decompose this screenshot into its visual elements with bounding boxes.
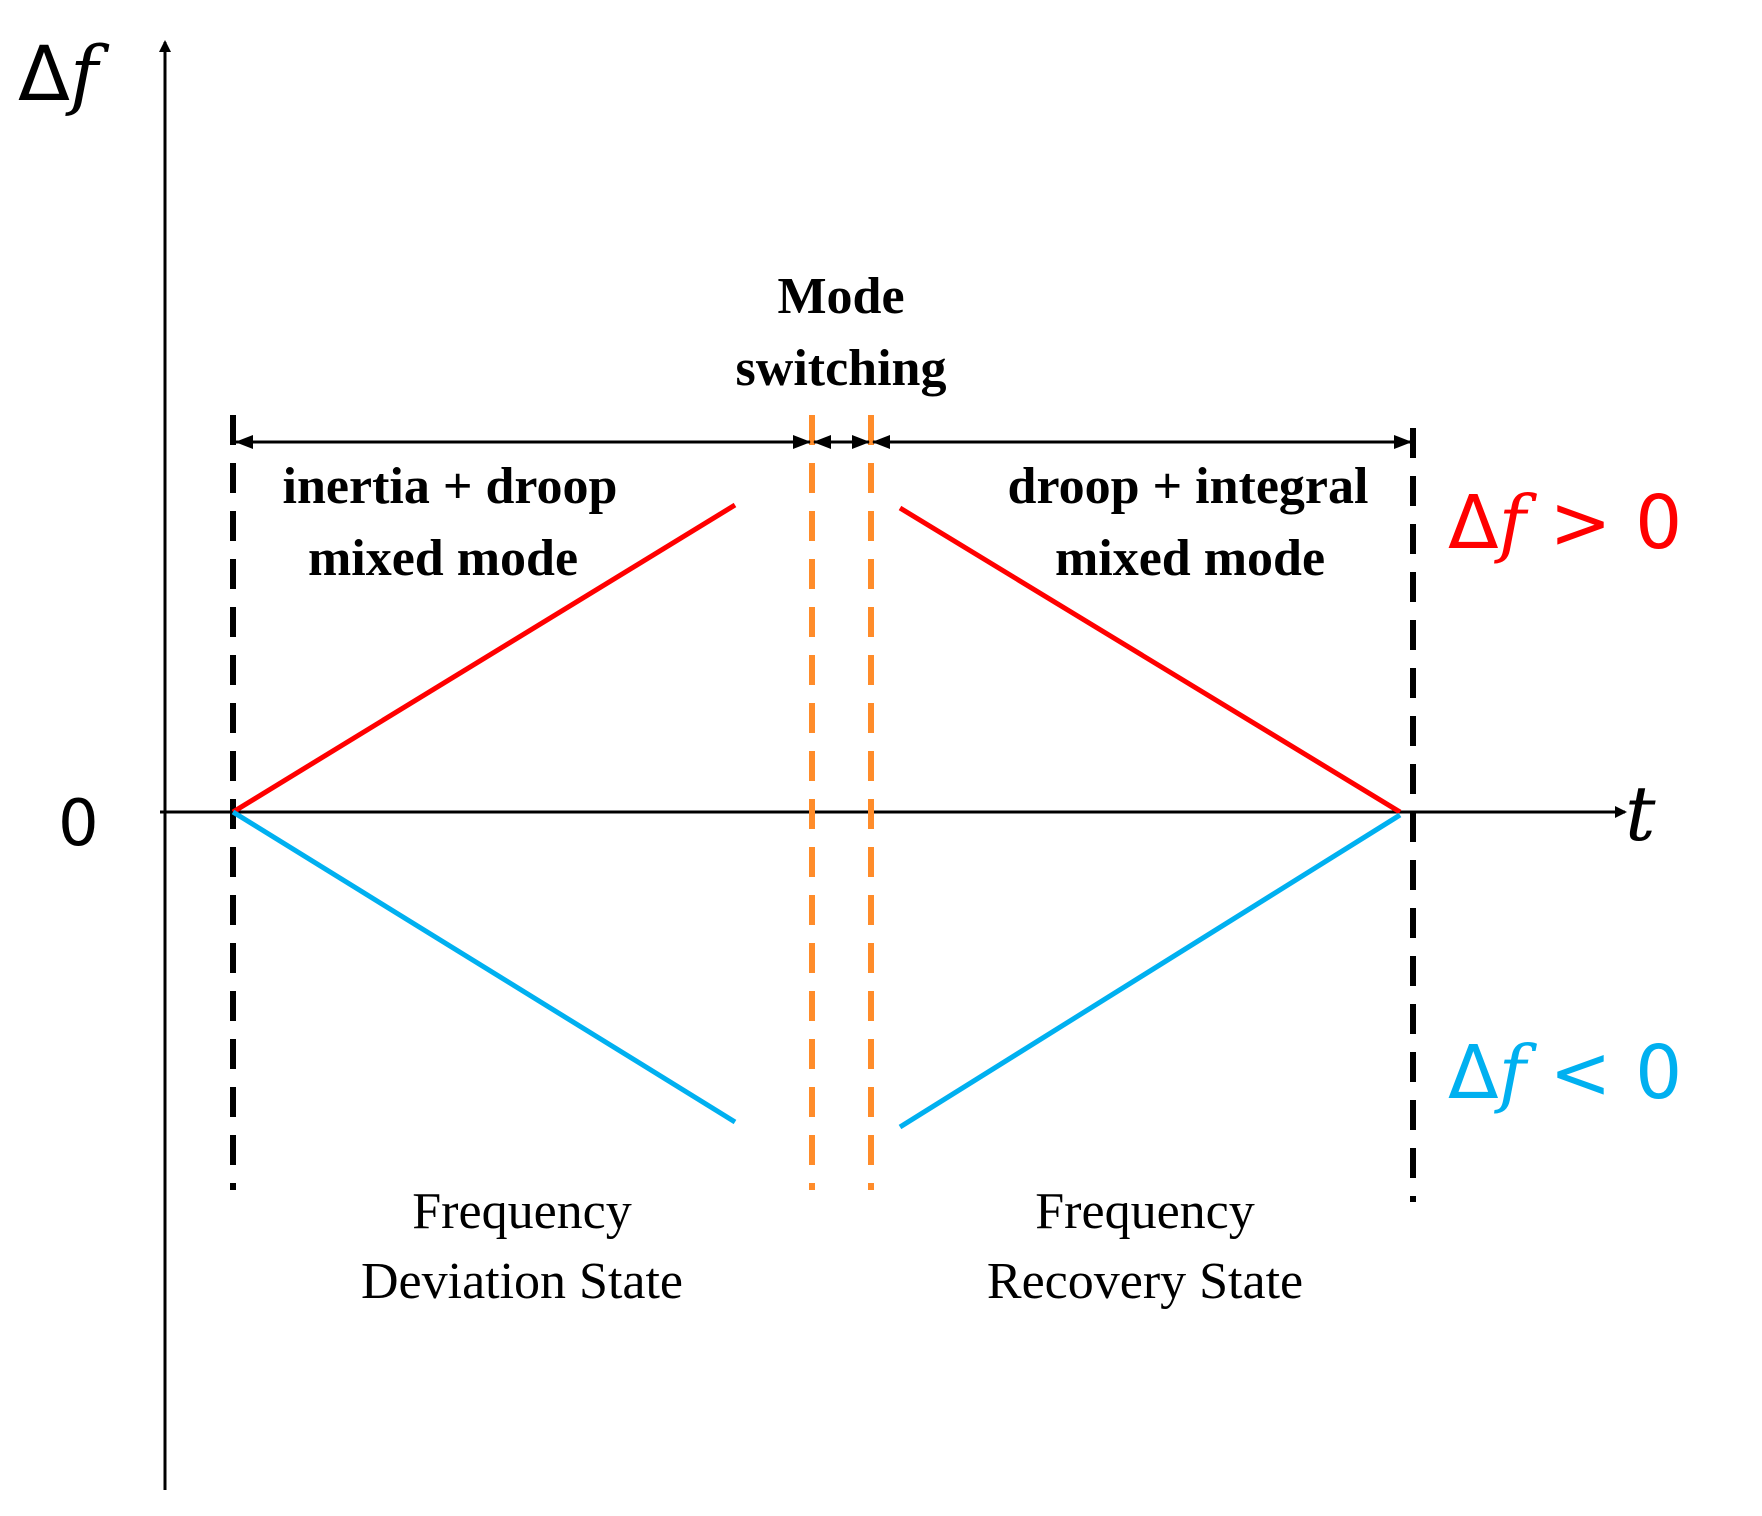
y-axis-label-var: f [65, 29, 110, 118]
recovery-state-label-line2: Recovery State [987, 1253, 1303, 1310]
recovery-state-label-line1: Frequency [1035, 1183, 1254, 1240]
positive-condition-rest: > 0 [1526, 480, 1682, 566]
positive-condition-label: Δf > 0 [1448, 480, 1682, 566]
origin-label: 0 [58, 787, 99, 861]
positive-condition-delta: Δ [1448, 480, 1499, 566]
negative-condition-label: Δf < 0 [1448, 1030, 1682, 1116]
left-mode-label-line2: mixed mode [308, 530, 578, 587]
right-mode-label-line1: droop + integral [1008, 458, 1369, 515]
deviation-state-label-line1: Frequency [412, 1183, 631, 1240]
y-axis-label: Δf [18, 29, 110, 118]
deviation-state-label-line2: Deviation State [361, 1253, 683, 1310]
mode-switching-label-line1: Mode [777, 268, 904, 325]
x-axis-label: t [1625, 769, 1656, 858]
negative-deviation-line [231, 809, 737, 1125]
positive-recovery-line [898, 505, 1402, 815]
right-mode-label-line2: mixed mode [1055, 530, 1325, 587]
mode-switching-label-line2: switching [736, 340, 947, 397]
negative-condition-rest: < 0 [1526, 1030, 1682, 1116]
negative-condition-delta: Δ [1448, 1030, 1499, 1116]
negative-recovery-line [898, 812, 1402, 1130]
positive-deviation-line [231, 502, 737, 815]
y-axis-label-delta: Δ [18, 29, 70, 118]
left-mode-label-line1: inertia + droop [283, 458, 618, 515]
